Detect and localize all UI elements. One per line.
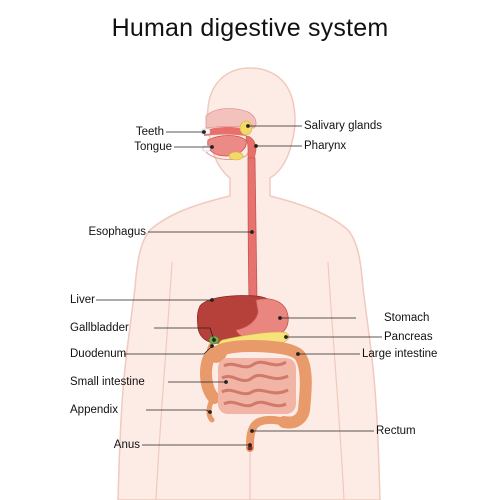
tongue-organ [207,135,247,157]
label-pharynx: Pharynx [304,140,347,152]
esophagus-organ [247,157,258,301]
label-anus: Anus [113,439,140,451]
salivary-gland-upper [239,120,253,136]
label-tongue: Tongue [134,141,172,153]
label-large-intestine: Large intestine [362,348,438,360]
salivary-gland-lower [228,151,244,161]
label-duodenum: Duodenum [70,348,127,360]
palate [204,127,248,136]
anus-marker [247,445,253,451]
right-arm-line [327,261,345,500]
label-stomach: Stomach [384,312,430,324]
small-intestine-coils [221,360,289,408]
label-esophagus: Esophagus [88,226,146,238]
rectum-organ [246,415,288,452]
label-teeth: Teeth [135,126,164,138]
label-pancreas: Pancreas [384,331,433,343]
label-rectum: Rectum [376,425,416,437]
appendix-organ [206,397,215,423]
label-liver: Liver [70,294,95,306]
label-small-intestine: Small intestine [70,376,145,388]
label-gallbladder: Gallbladder [70,322,129,334]
diagram-title: Human digestive system [111,14,389,42]
leader-lines [96,124,382,447]
large-intestine-organ [200,339,312,429]
left-arm-line [155,261,173,500]
small-intestine-area [218,358,296,414]
label-salivary-glands: Salivary glands [304,120,382,132]
label-appendix: Appendix [70,404,118,416]
jaw [205,149,251,160]
